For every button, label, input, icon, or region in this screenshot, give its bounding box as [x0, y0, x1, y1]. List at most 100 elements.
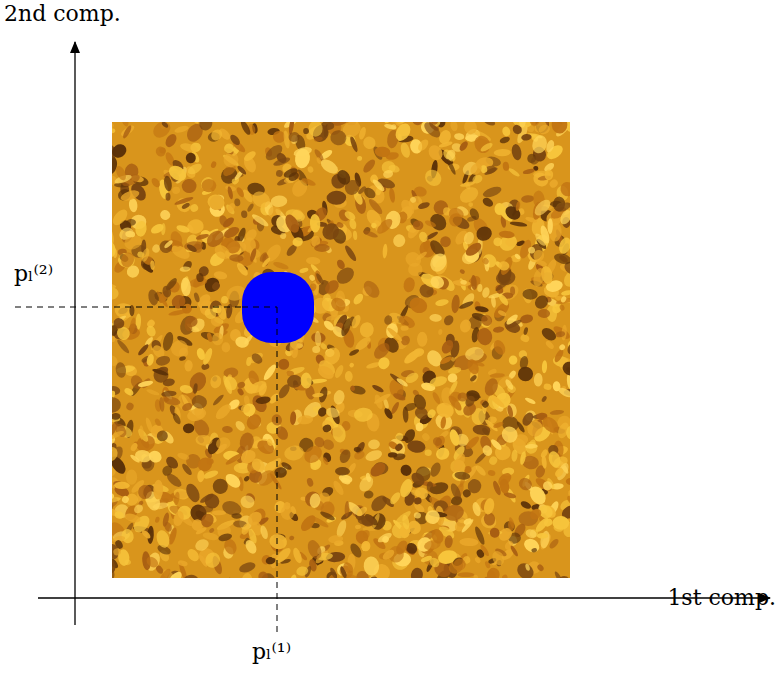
leaf — [301, 373, 312, 389]
leaf — [140, 247, 151, 262]
leaf — [199, 492, 215, 505]
leaf — [181, 462, 194, 476]
leaf — [161, 122, 169, 129]
leaf — [499, 255, 515, 276]
leaf — [492, 236, 504, 248]
leaf — [411, 122, 424, 126]
leaf — [129, 317, 137, 334]
leaf — [384, 123, 397, 130]
leaf — [499, 424, 520, 446]
leaf — [364, 448, 383, 463]
leaf — [529, 154, 541, 166]
leaf — [543, 383, 552, 391]
leaf — [534, 373, 543, 387]
leaf — [394, 538, 410, 556]
leaf — [531, 548, 538, 554]
leaf — [463, 517, 473, 526]
leaf — [527, 246, 535, 254]
leaf — [450, 122, 459, 132]
leaf — [290, 411, 297, 425]
y-axis — [74, 42, 75, 625]
leaf — [129, 442, 139, 453]
leaf — [235, 261, 250, 277]
leaf — [112, 420, 119, 438]
leaf — [174, 124, 190, 134]
leaf — [184, 482, 203, 505]
leaf — [193, 383, 199, 394]
leaf — [549, 409, 564, 415]
leaf — [487, 469, 496, 477]
leaf — [384, 122, 394, 124]
leaf — [246, 351, 264, 366]
leaf — [241, 210, 248, 218]
leaf — [186, 162, 204, 177]
leaf — [395, 377, 408, 388]
leaf — [557, 386, 570, 399]
leaf — [154, 516, 160, 523]
leaf-texture — [112, 122, 570, 578]
leaf — [468, 202, 473, 207]
leaf — [413, 497, 422, 505]
leaf — [554, 467, 565, 479]
leaf — [393, 122, 414, 143]
leaf — [112, 142, 129, 161]
leaf — [179, 142, 198, 154]
leaf — [185, 152, 196, 164]
leaf — [218, 532, 233, 542]
leaf — [488, 526, 502, 540]
leaf — [381, 548, 396, 562]
leaf — [144, 417, 154, 434]
leaf — [469, 374, 478, 382]
axis-label: 1st comp. — [667, 586, 776, 610]
leaf — [408, 262, 423, 276]
leaf — [510, 286, 515, 295]
leaf — [146, 388, 160, 396]
leaf — [357, 185, 367, 195]
leaf — [508, 517, 516, 529]
leaf — [421, 432, 431, 442]
leaf — [520, 500, 533, 511]
leaf — [177, 559, 188, 567]
leaf — [428, 461, 442, 478]
leaf — [373, 392, 392, 405]
leaf — [255, 395, 271, 404]
leaf — [112, 413, 121, 421]
leaf — [301, 442, 325, 466]
leaf — [184, 360, 194, 372]
leaf — [289, 535, 295, 540]
leaf — [114, 539, 124, 550]
leaf — [477, 284, 483, 292]
leaf — [153, 480, 163, 500]
leaf — [296, 566, 309, 577]
leaf — [309, 214, 320, 233]
leaf — [161, 390, 177, 397]
leaf — [491, 338, 507, 357]
leaf — [362, 229, 378, 239]
leaf — [343, 209, 357, 222]
leaf — [112, 397, 121, 413]
leaf — [432, 198, 451, 217]
leaf — [205, 192, 227, 213]
leaf — [530, 134, 549, 156]
leaf — [319, 510, 336, 522]
leaf — [189, 203, 200, 213]
leaf — [353, 447, 361, 453]
leaf — [231, 513, 242, 519]
leaf — [199, 511, 216, 529]
leaf — [361, 515, 375, 527]
leaf — [141, 529, 152, 540]
leaf — [333, 364, 345, 379]
leaf — [429, 314, 442, 322]
leaf — [307, 165, 315, 173]
leaf — [198, 175, 215, 193]
leaf — [501, 126, 511, 138]
leaf — [514, 560, 537, 578]
leaf — [557, 236, 570, 256]
leaf — [306, 257, 321, 265]
leaf — [529, 122, 541, 127]
leaf — [547, 450, 563, 469]
leaf — [112, 547, 121, 556]
leaf — [482, 376, 500, 397]
leaf — [483, 497, 496, 515]
leaf — [392, 233, 406, 248]
